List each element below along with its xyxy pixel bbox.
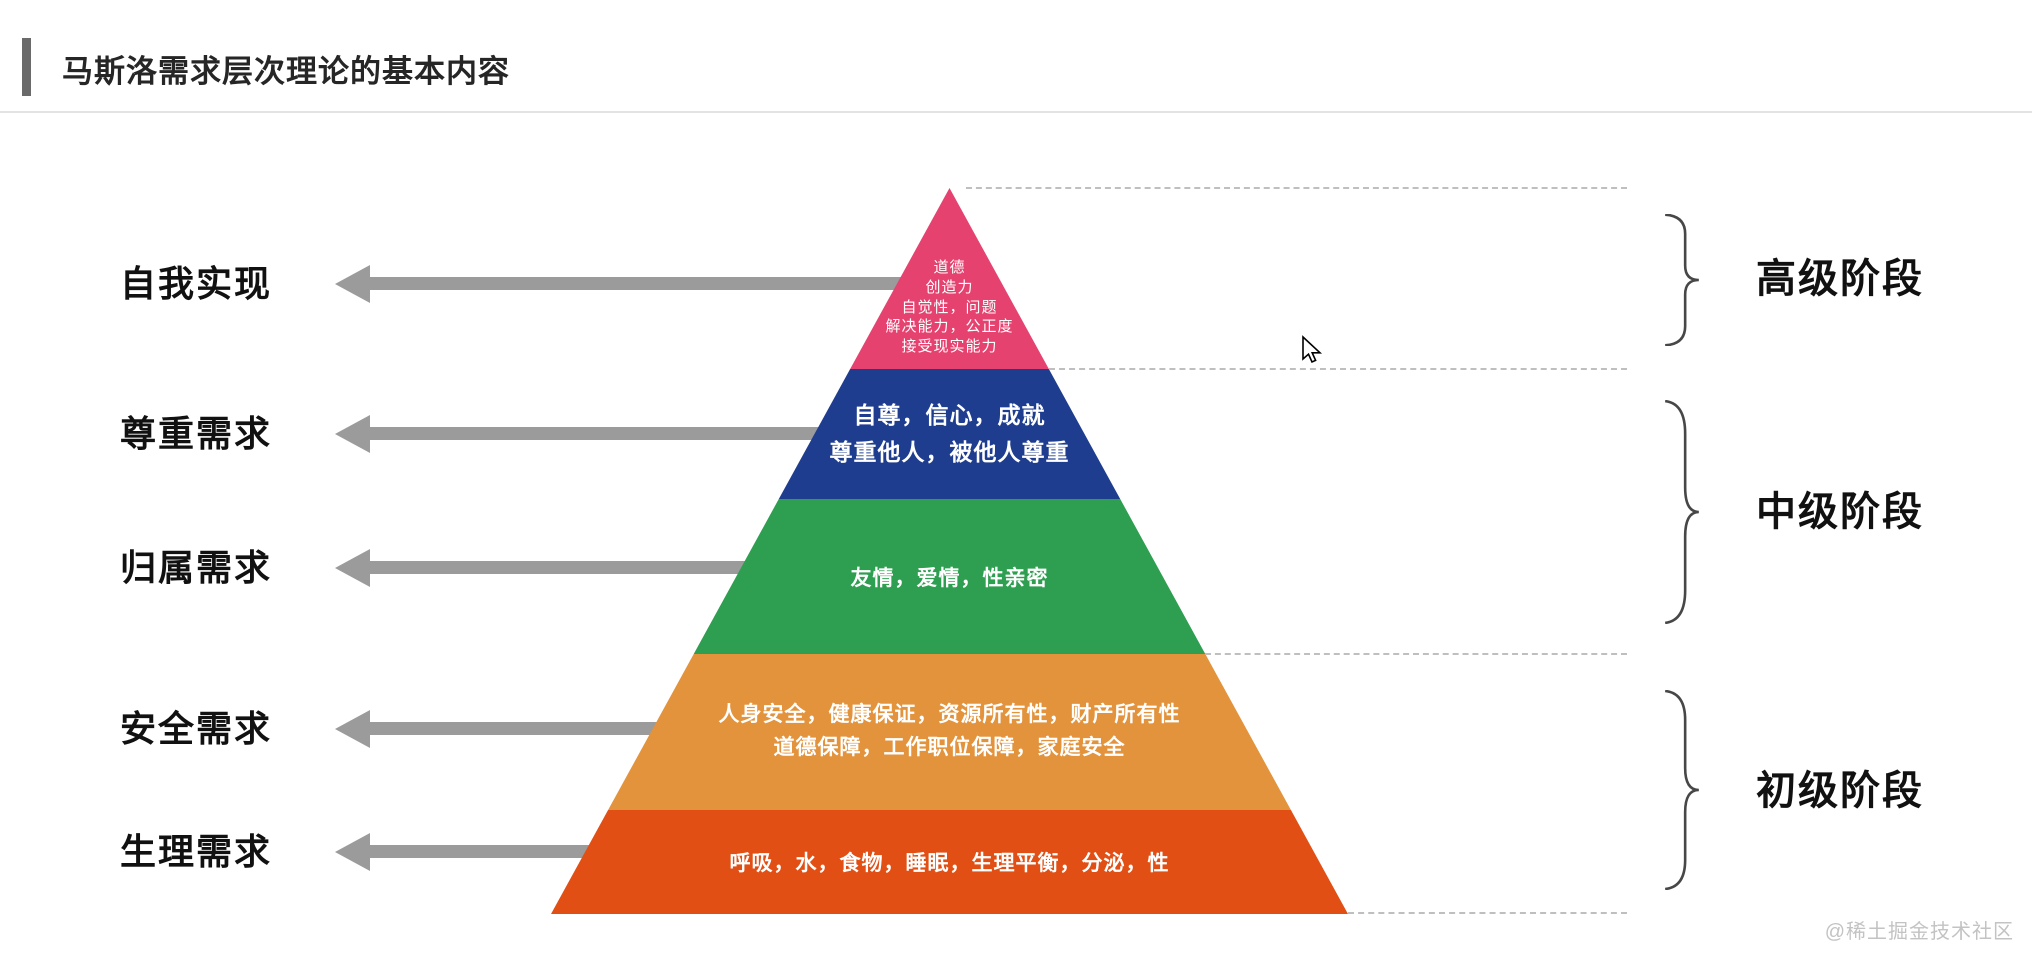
level-text-line: 友情，爱情，性亲密 (850, 566, 1049, 590)
level-text-line: 呼吸，水，食物，睡眠，生理平衡，分泌，性 (729, 852, 1170, 875)
dashed-line-apex (966, 187, 1627, 189)
left-arrow-physiological-icon (370, 845, 593, 858)
mouse-cursor-icon (1302, 335, 1323, 364)
level-text-line: 道德保障，工作职位保障，家庭安全 (773, 736, 1126, 759)
level-text-line: 自觉性，问题 (901, 298, 998, 316)
left-arrow-belonging-icon (370, 561, 749, 574)
brace-primary-icon (1662, 690, 1702, 890)
level-text-line: 人身安全，健康保证，资源所有性，财产所有性 (718, 703, 1181, 727)
title-accent-bar (22, 38, 31, 96)
label-esteem: 尊重需求 (120, 413, 273, 454)
pyramid-level-belonging: 友情，爱情，性亲密 (551, 499, 1348, 654)
level-text-line: 接受现实能力 (901, 338, 998, 356)
dashed-line-advanced-bottom (1049, 368, 1627, 370)
brace-intermediate-icon (1662, 400, 1702, 624)
pyramid-level-safety: 人身安全，健康保证，资源所有性，财产所有性 道德保障，工作职位保障，家庭安全 (551, 654, 1348, 810)
level-text-line: 解决能力，公正度 (885, 318, 1014, 336)
stage-label-primary: 初级阶段 (1756, 769, 1924, 813)
stage-label-intermediate: 中级阶段 (1756, 490, 1924, 534)
label-safety: 安全需求 (120, 708, 273, 749)
maslow-pyramid: 道德 创造力 自觉性，问题 解决能力，公正度 接受现实能力 自尊，信心，成就 尊… (551, 188, 1348, 914)
label-self-actualization: 自我实现 (120, 263, 273, 304)
pyramid-level-physiological: 呼吸，水，食物，睡眠，生理平衡，分泌，性 (551, 810, 1348, 914)
level-text-line: 尊重他人，被他人尊重 (829, 439, 1070, 465)
watermark: @稀土掘金技术社区 (1824, 921, 2014, 943)
dashed-line-base (1348, 912, 1627, 914)
label-belonging: 归属需求 (120, 547, 273, 588)
stage-label-advanced: 高级阶段 (1756, 257, 1924, 301)
left-arrow-self-actualization-icon (370, 277, 905, 290)
dashed-line-intermediate-bottom (1205, 653, 1627, 655)
brace-advanced-icon (1662, 214, 1702, 346)
page-title: 马斯洛需求层次理论的基本内容 (62, 54, 510, 89)
left-arrow-safety-icon (370, 722, 660, 735)
level-text-line: 道德 (933, 259, 966, 277)
level-text-line: 自尊，信心，成就 (853, 402, 1046, 429)
left-arrow-esteem-icon (370, 427, 822, 440)
level-text-line: 创造力 (925, 278, 974, 296)
header: 马斯洛需求层次理论的基本内容 (0, 0, 2032, 113)
label-physiological: 生理需求 (120, 831, 273, 872)
